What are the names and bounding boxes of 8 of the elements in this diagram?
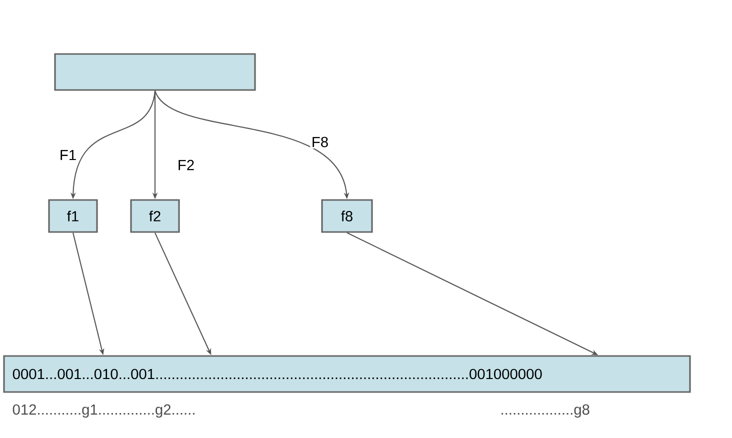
- process-box: f8: [321, 199, 373, 233]
- edge-label: F8: [310, 135, 330, 149]
- edge-label: F2: [176, 158, 196, 172]
- empty-box: [54, 53, 256, 91]
- edge-label: F1: [58, 148, 78, 162]
- process-box: f1: [48, 199, 98, 233]
- process-box: f2: [130, 199, 180, 233]
- data-bar: 0001...001...010...001.............................................................................001000000: [3, 355, 691, 393]
